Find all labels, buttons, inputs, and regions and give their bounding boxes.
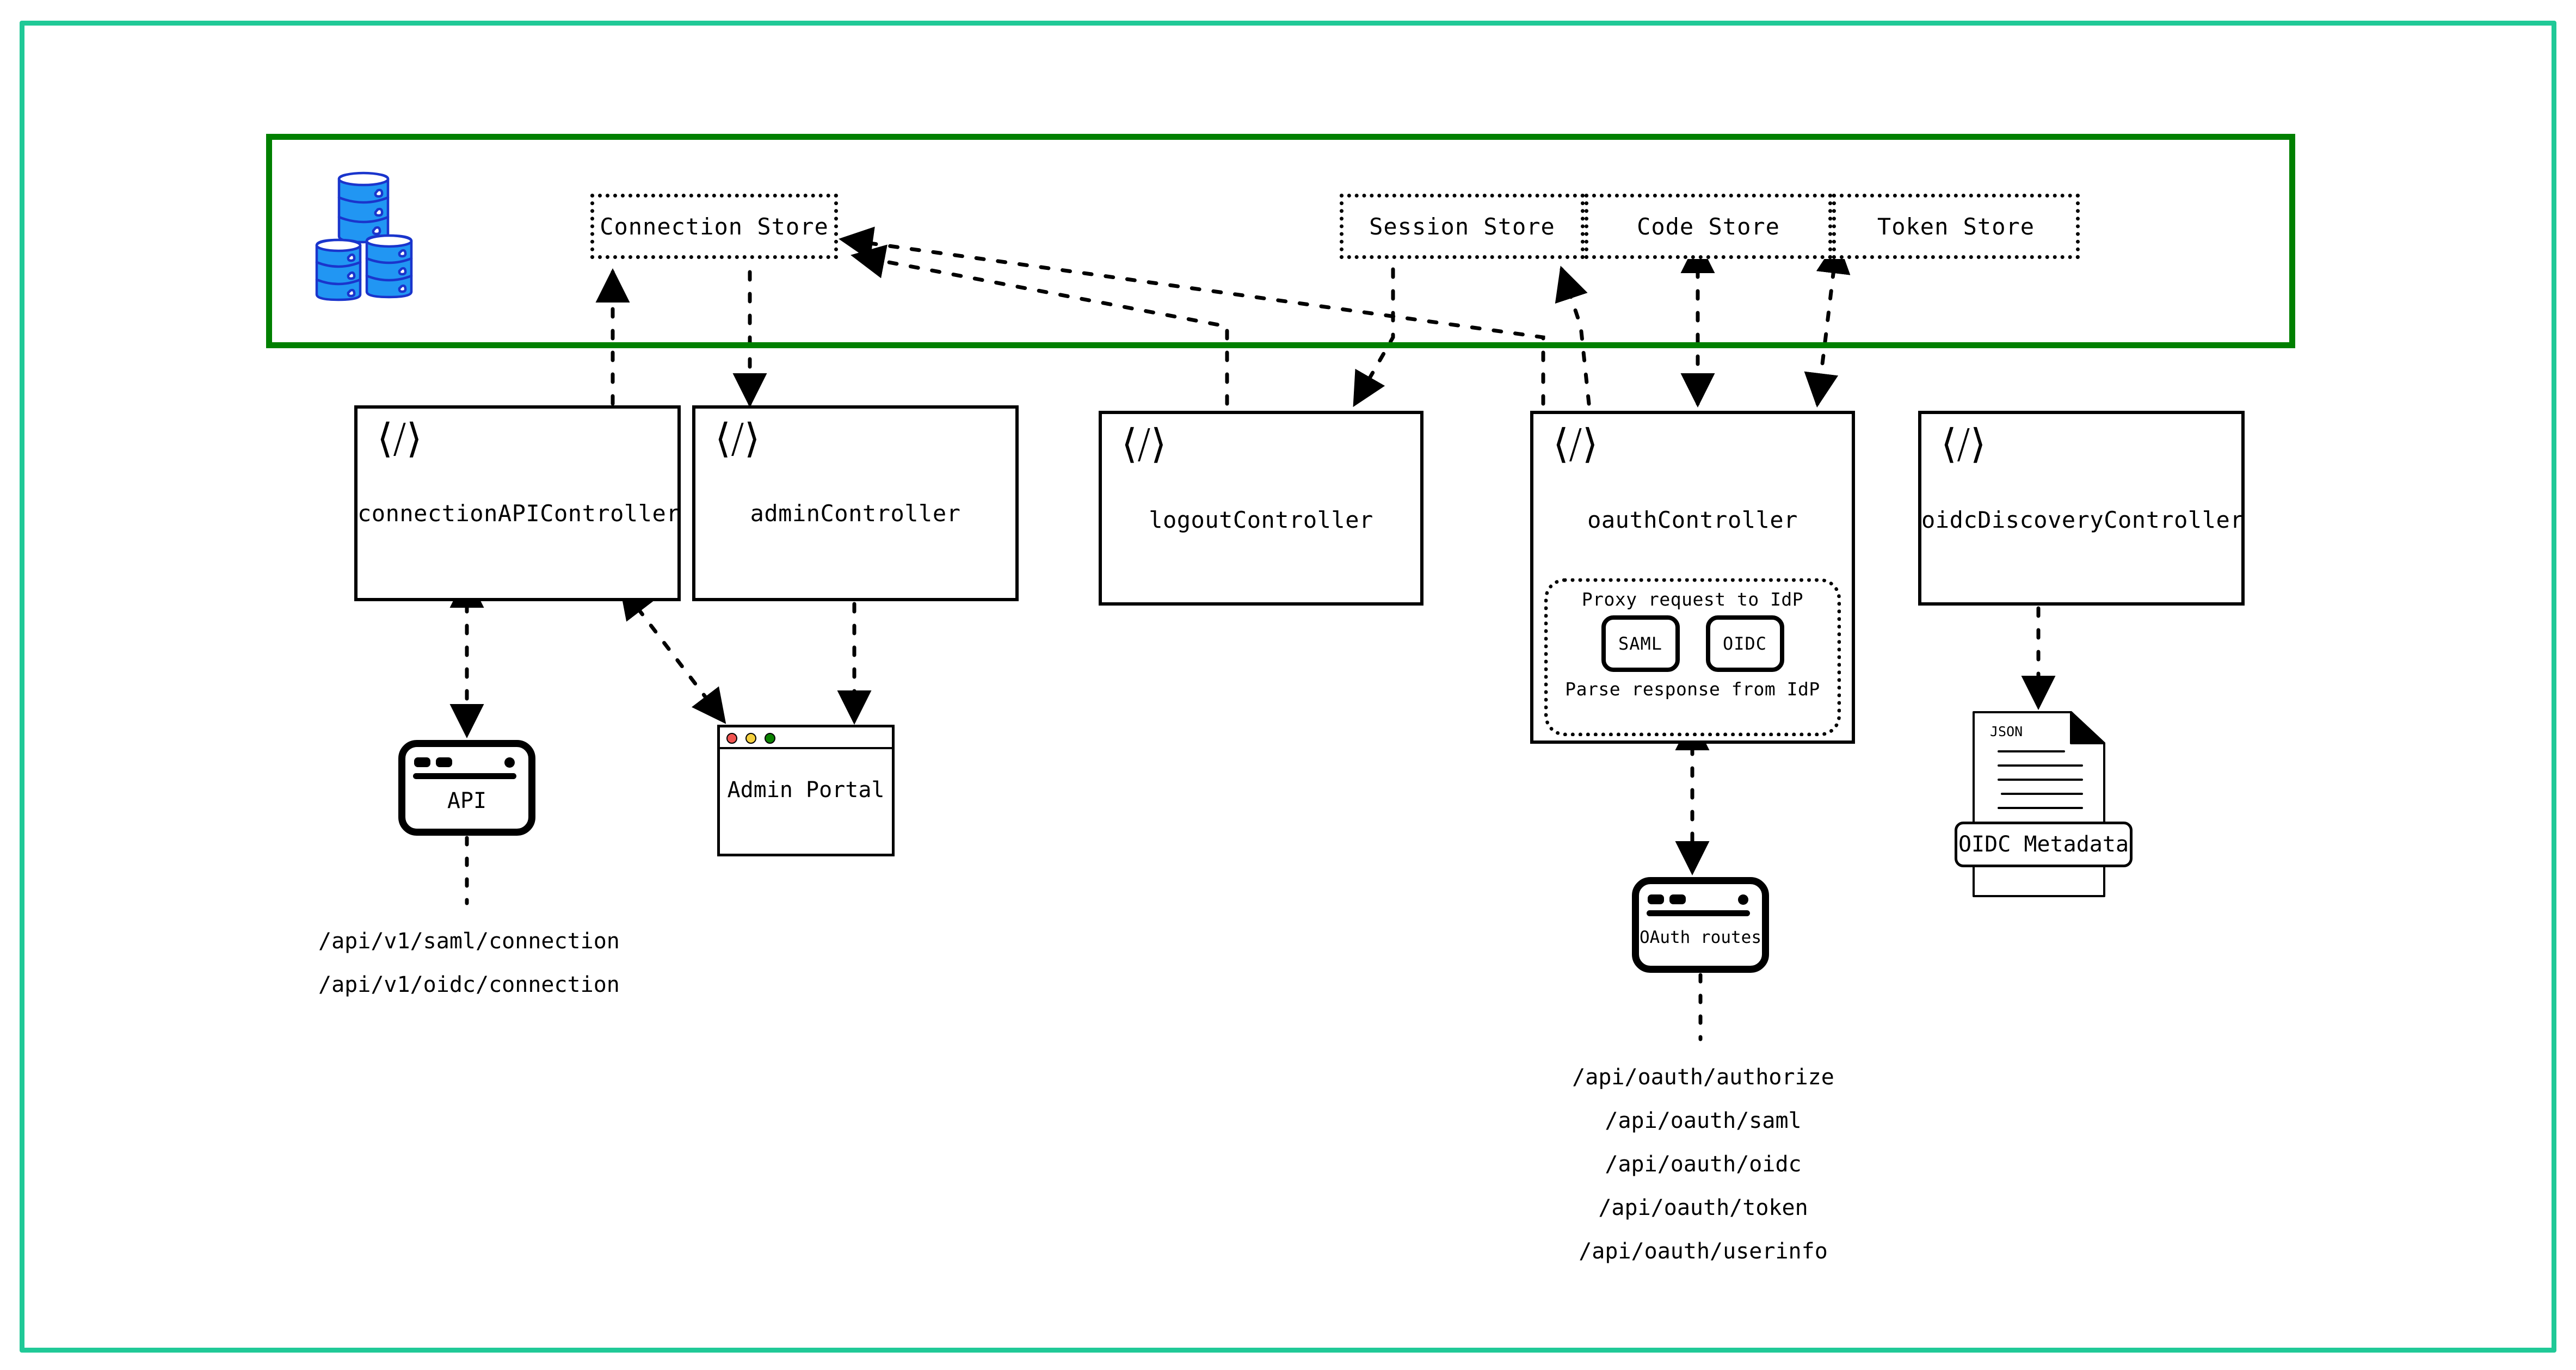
code-brackets-icon: ⟨/⟩ — [1553, 421, 1598, 467]
admin-portal-browser-window-icon[interactable]: Admin Portal — [717, 725, 895, 856]
route-item: /api/v1/oidc/connection — [318, 972, 620, 997]
protocol-chip-row: SAML OIDC — [1548, 615, 1837, 672]
admin-portal-label: Admin Portal — [727, 777, 885, 803]
controller-connectionapicontroller[interactable]: ⟨/⟩ connectionAPIController — [354, 405, 681, 601]
controller-oidcdiscoverycontroller-label: oidcDiscoveryController — [1921, 507, 2245, 533]
oidc-metadata-pill[interactable]: OIDC Metadata — [1955, 822, 2133, 867]
store-connection-store-label: Connection Store — [600, 213, 829, 240]
code-brackets-icon: ⟨/⟩ — [1121, 421, 1167, 467]
route-item: /api/oauth/oidc — [1605, 1152, 1802, 1177]
window-divider — [1647, 910, 1750, 916]
api-browser-window-icon[interactable]: API — [398, 740, 535, 836]
parse-response-caption: Parse response from IdP — [1565, 678, 1820, 700]
route-item: /api/oauth/saml — [1605, 1108, 1802, 1133]
json-label: JSON — [1990, 724, 2023, 739]
route-item: /api/oauth/token — [1598, 1195, 1808, 1220]
window-control-dot — [1738, 894, 1748, 905]
window-divider — [413, 773, 516, 779]
traffic-light-maximize-icon[interactable] — [765, 733, 775, 744]
store-container — [266, 134, 2295, 348]
database-cylinders-icon — [315, 171, 413, 301]
oauth-route-list: /api/oauth/authorize /api/oauth/saml /ap… — [1556, 1056, 1850, 1273]
protocol-chip-saml[interactable]: SAML — [1601, 615, 1680, 672]
controller-admincontroller-label: adminController — [750, 500, 961, 527]
store-token-store-label: Token Store — [1877, 213, 2035, 240]
proxy-idp-group: Proxy request to IdP SAML OIDC Parse res… — [1544, 578, 1841, 736]
outer-frame — [20, 21, 2556, 1353]
browser-titlebar — [720, 727, 892, 749]
code-brackets-icon: ⟨/⟩ — [1941, 421, 1986, 467]
window-control-dot — [504, 757, 515, 768]
route-item: /api/oauth/authorize — [1572, 1065, 1834, 1090]
controller-logoutcontroller-label: logoutController — [1149, 507, 1373, 533]
controller-connectionapicontroller-label: connectionAPIController — [358, 500, 681, 527]
oauth-routes-browser-window-icon[interactable]: OAuth routes — [1632, 877, 1769, 973]
controller-oauthcontroller-label: oauthController — [1587, 507, 1798, 533]
api-device-label: API — [447, 788, 487, 813]
proxy-request-caption: Proxy request to IdP — [1581, 589, 1804, 610]
traffic-light-minimize-icon[interactable] — [745, 733, 756, 744]
protocol-chip-saml-label: SAML — [1618, 633, 1663, 654]
traffic-light-close-icon[interactable] — [726, 733, 737, 744]
store-code-store-label: Code Store — [1637, 213, 1780, 240]
store-code-store[interactable]: Code Store — [1585, 194, 1832, 259]
oidc-metadata-pill-label: OIDC Metadata — [1958, 832, 2129, 857]
store-session-store-label: Session Store — [1369, 213, 1555, 240]
route-item: /api/oauth/userinfo — [1579, 1239, 1828, 1264]
protocol-chip-oidc-label: OIDC — [1722, 633, 1767, 654]
code-brackets-icon: ⟨/⟩ — [715, 415, 760, 462]
window-control-dot — [436, 757, 452, 767]
controller-logoutcontroller[interactable]: ⟨/⟩ logoutController — [1099, 411, 1423, 606]
window-control-dot — [414, 757, 430, 767]
store-token-store[interactable]: Token Store — [1832, 194, 2080, 259]
protocol-chip-oidc[interactable]: OIDC — [1705, 615, 1784, 672]
code-brackets-icon: ⟨/⟩ — [377, 415, 422, 462]
controller-admincontroller[interactable]: ⟨/⟩ adminController — [692, 405, 1019, 601]
store-connection-store[interactable]: Connection Store — [590, 194, 838, 259]
window-control-dot — [1648, 894, 1664, 904]
oauth-routes-label: OAuth routes — [1640, 928, 1761, 947]
window-control-dot — [1669, 894, 1686, 904]
controller-oidcdiscoverycontroller[interactable]: ⟨/⟩ oidcDiscoveryController — [1918, 411, 2245, 606]
connection-route-list: /api/v1/saml/connection /api/v1/oidc/con… — [318, 919, 620, 1007]
route-item: /api/v1/saml/connection — [318, 929, 620, 954]
store-session-store[interactable]: Session Store — [1340, 194, 1585, 259]
json-document-icon[interactable]: JSON — [1970, 709, 2109, 899]
